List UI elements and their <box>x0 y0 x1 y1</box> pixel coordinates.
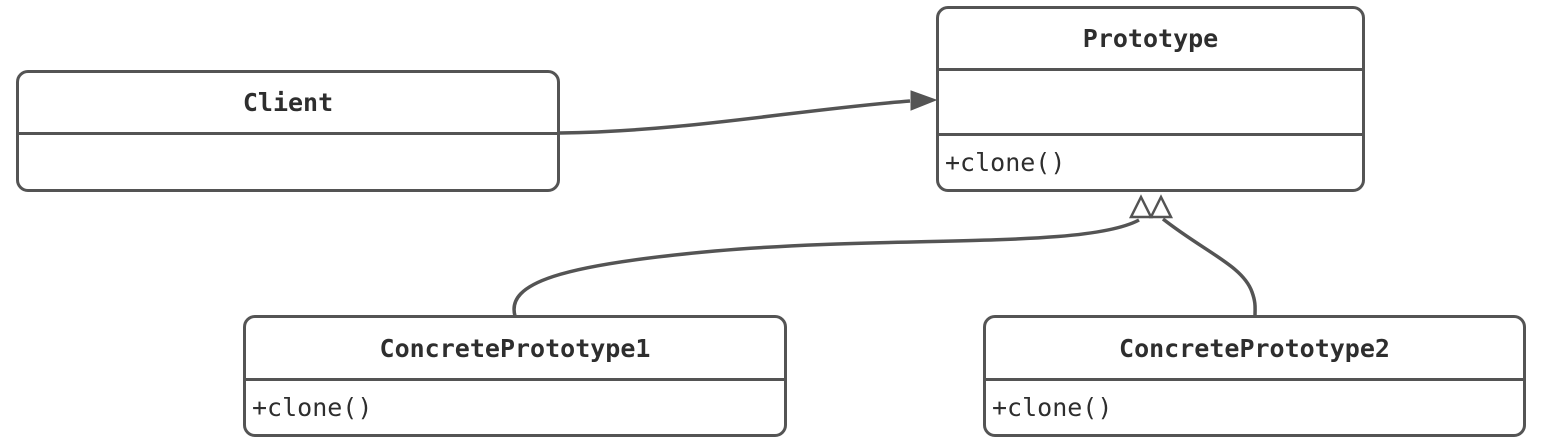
inheritance-triangle-icon <box>1128 194 1154 219</box>
class-method: +clone() <box>252 393 373 422</box>
class-attributes-compartment <box>939 71 1362 136</box>
inheritance-line-concreteprototype2 <box>1161 217 1257 317</box>
class-box-prototype: Prototype +clone() <box>936 6 1365 192</box>
class-method: +clone() <box>992 393 1113 422</box>
class-box-concreteprototype1: ConcretePrototype1 +clone() <box>243 315 787 437</box>
arrowhead-icon <box>910 90 938 111</box>
class-box-client: Client <box>16 70 560 192</box>
class-method: +clone() <box>945 148 1066 177</box>
class-box-concreteprototype2: ConcretePrototype2 +clone() <box>983 315 1526 437</box>
association-arrow-client-to-prototype <box>559 99 911 135</box>
class-title: ConcretePrototype1 <box>246 318 784 381</box>
inheritance-line-concreteprototype1 <box>512 218 1140 317</box>
inheritance-triangle-icon <box>1148 194 1174 219</box>
class-title: Client <box>19 73 557 135</box>
class-title: ConcretePrototype2 <box>986 318 1523 381</box>
class-title: Prototype <box>939 9 1362 71</box>
class-attributes-compartment <box>19 135 557 189</box>
